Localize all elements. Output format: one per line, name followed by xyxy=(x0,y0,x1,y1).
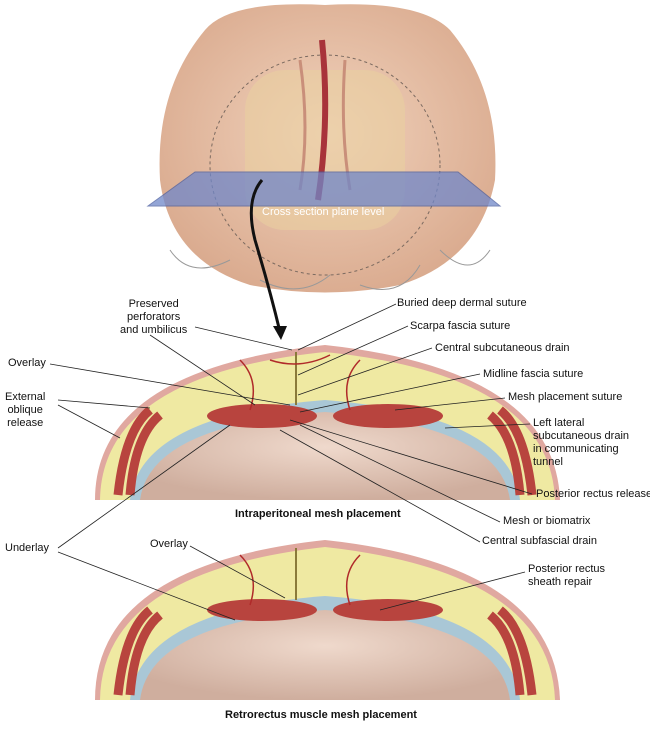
label-line: release xyxy=(7,417,44,429)
label-line: and umbilicus xyxy=(120,324,188,336)
label-mesh-biomatrix: Mesh or biomatrix xyxy=(503,515,591,527)
label-posterior-rectus-release: Posterior rectus release xyxy=(536,488,650,500)
label-line: External xyxy=(5,391,46,403)
label-underlay: Underlay xyxy=(5,542,50,554)
title-retrorectus: Retrorectus muscle mesh placement xyxy=(225,709,417,721)
label-preserved-perforators: Preserved perforators and umbilicus xyxy=(120,298,187,337)
label-line: in communicating xyxy=(533,443,619,455)
plane-label: Cross section plane level xyxy=(262,206,385,218)
title-intraperitoneal: Intraperitoneal mesh placement xyxy=(235,508,401,520)
label-left-lateral-drain: Left lateral subcutaneous drain in commu… xyxy=(533,417,629,469)
label-line: sheath repair xyxy=(528,576,593,588)
label-line: Posterior rectus xyxy=(528,563,606,575)
cross-section-retrorectus xyxy=(95,540,560,700)
label-overlay-2: Overlay xyxy=(150,538,188,550)
cross-section-plane xyxy=(146,171,502,207)
label-overlay: Overlay xyxy=(8,357,46,369)
leader-lines xyxy=(49,303,533,621)
label-line: oblique xyxy=(7,404,43,416)
label-scarpa: Scarpa fascia suture xyxy=(410,320,511,332)
label-external-oblique: External oblique release xyxy=(5,391,45,430)
label-line: perforators xyxy=(127,311,181,323)
label-line: subcutaneous drain xyxy=(533,430,630,442)
label-line: tunnel xyxy=(533,456,563,468)
cross-section-intraperitoneal xyxy=(95,345,560,500)
label-line: Preserved xyxy=(128,298,179,310)
torso-top-view xyxy=(159,4,496,293)
label-midline-fascia: Midline fascia suture xyxy=(483,368,584,380)
label-buried-suture: Buried deep dermal suture xyxy=(397,297,527,309)
label-posterior-sheath: Posterior rectus sheath repair xyxy=(528,563,605,589)
label-mesh-placement: Mesh placement suture xyxy=(508,391,623,403)
label-central-subfascial: Central subfascial drain xyxy=(482,535,597,547)
arrow xyxy=(249,179,282,333)
label-line: Left lateral xyxy=(533,417,585,429)
label-central-subcut-drain: Central subcutaneous drain xyxy=(435,342,570,354)
